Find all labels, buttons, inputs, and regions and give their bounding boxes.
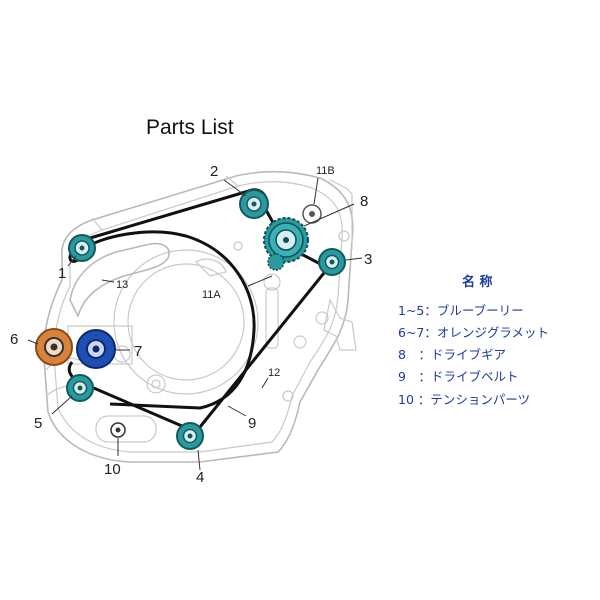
callout-11b: 11B: [316, 165, 335, 177]
tension-part-10: [110, 422, 126, 438]
pulley-3: [318, 248, 346, 276]
callout-2: 2: [210, 163, 218, 180]
callout-8: 8: [360, 193, 368, 210]
callout-5: 5: [34, 415, 42, 432]
housing-outline: [42, 170, 357, 463]
leader-lines: [27, 177, 363, 471]
legend-item: 10 ：テンションパーツ: [398, 392, 530, 407]
parts-legend: 名 称 1~5：ブルーブーリー 6~7：オレンジグラメット 8 ：ドライブギア …: [398, 274, 549, 407]
pulley-4: [176, 422, 204, 450]
callout-11a: 11A: [202, 289, 221, 301]
page-title: Parts List: [146, 116, 234, 139]
pulley-1: [68, 234, 96, 262]
callout-10: 10: [104, 461, 121, 478]
pulley-2: [239, 189, 269, 219]
callout-4: 4: [196, 469, 204, 486]
legend-item: 6~7：オレンジグラメット: [398, 325, 549, 340]
legend-item: 9 ：ドライブベルト: [398, 369, 518, 384]
callout-7: 7: [134, 343, 142, 360]
callout-12: 12: [268, 367, 280, 379]
legend-heading: 名 称: [462, 274, 493, 290]
callout-3: 3: [364, 251, 372, 268]
orange-grommet-6: [35, 328, 73, 366]
callout-13: 13: [116, 279, 128, 291]
part-11b: [302, 204, 322, 224]
pulley-5: [66, 374, 94, 402]
callout-1: 1: [58, 265, 66, 282]
callout-6: 6: [10, 331, 18, 348]
callout-9: 9: [248, 415, 256, 432]
blue-grommet-7: [76, 329, 116, 369]
drive-gear-8: [263, 217, 309, 271]
legend-item: 1~5：ブルーブーリー: [398, 303, 524, 318]
legend-item: 8 ：ドライブギア: [398, 347, 506, 362]
